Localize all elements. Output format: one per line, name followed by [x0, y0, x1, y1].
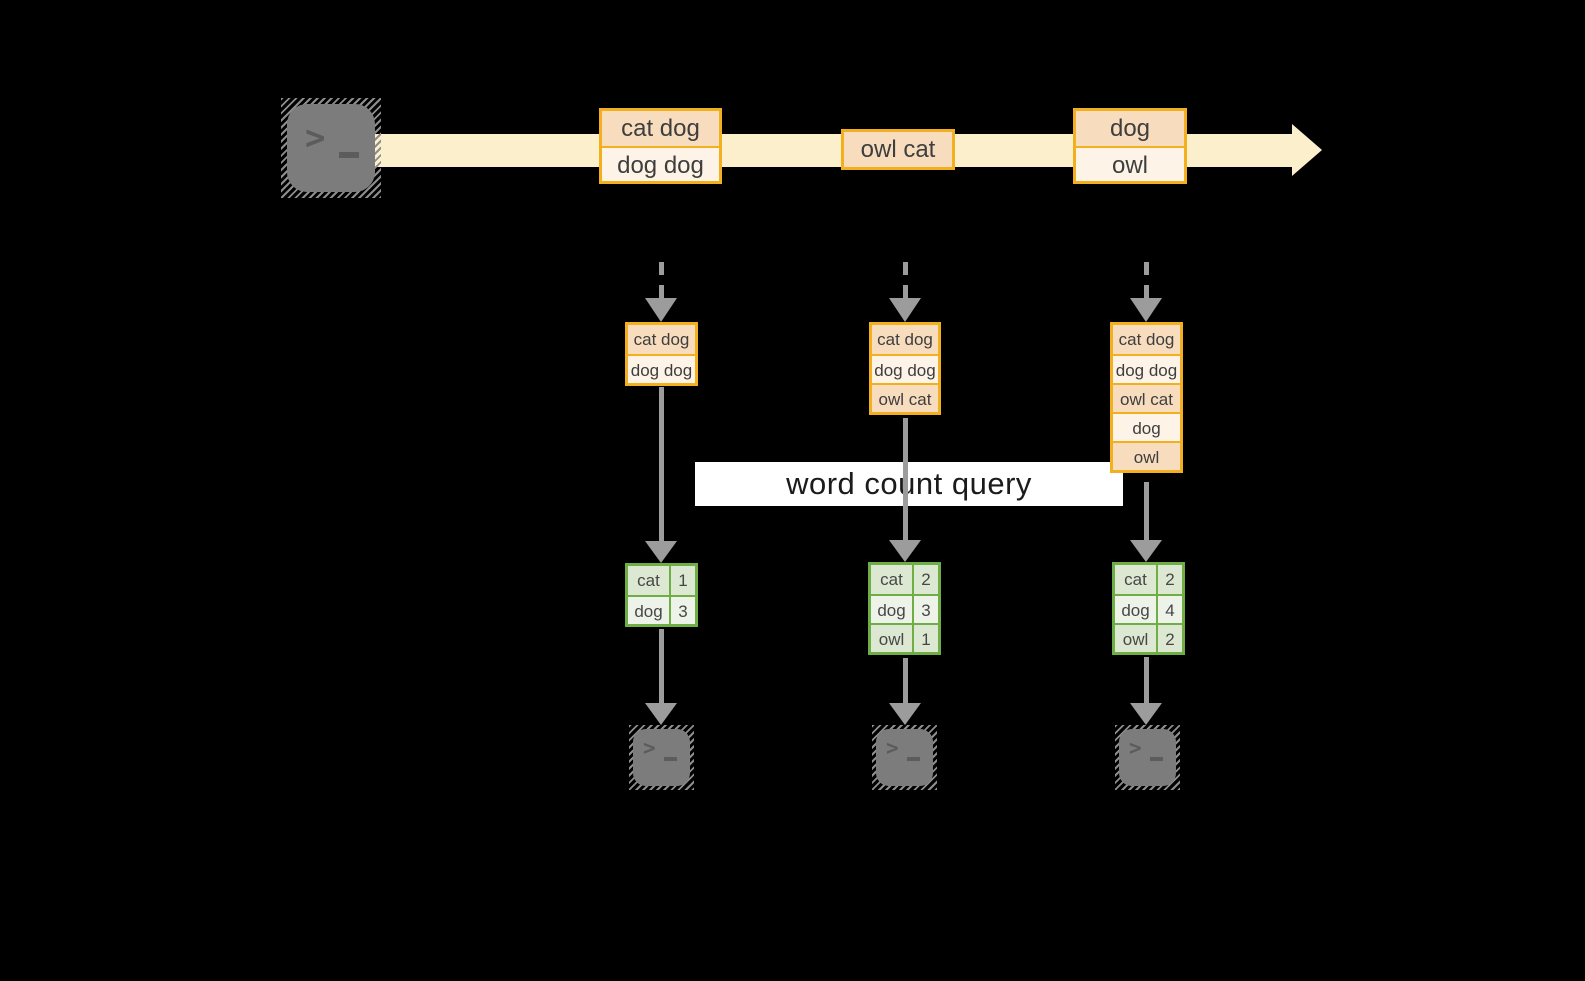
- arrowhead-icon: [645, 541, 677, 563]
- query-label-band: word count query: [695, 462, 1123, 506]
- buffered-message: dog dog: [872, 354, 938, 383]
- stream-message: owl: [1076, 146, 1184, 181]
- terminal-screen: >: [633, 729, 690, 786]
- arrow-stem: [658, 629, 664, 703]
- count-row: dog 3: [628, 595, 695, 624]
- word-count-table: cat 2 dog 4 owl 2: [1112, 562, 1185, 655]
- count-word-cell: cat: [871, 565, 914, 594]
- arrowhead-icon: [1130, 298, 1162, 322]
- stream-message: dog dog: [602, 146, 719, 181]
- count-row: dog 3: [871, 594, 938, 623]
- arrowhead-icon: [1130, 703, 1162, 725]
- terminal-screen: >: [287, 104, 375, 192]
- count-value-cell: 3: [678, 602, 688, 621]
- count-word-cell: cat: [1115, 565, 1158, 594]
- dashed-arrow-down-icon: [1130, 262, 1162, 322]
- prompt-cursor-icon: [907, 757, 920, 761]
- count-value-cell: 4: [1165, 601, 1175, 620]
- prompt-chevron-icon: >: [643, 736, 656, 760]
- count-value-cell: 1: [921, 630, 931, 649]
- terminal-source-icon: >: [281, 98, 381, 198]
- dashed-arrow-down-icon: [645, 262, 677, 322]
- terminal-screen: >: [876, 729, 933, 786]
- solid-arrow-down-icon: [1130, 657, 1162, 725]
- count-word-cell: owl: [871, 625, 914, 652]
- solid-arrow-down-icon: [645, 629, 677, 725]
- count-row: cat 2: [1115, 565, 1182, 594]
- prompt-chevron-icon: >: [886, 736, 899, 760]
- terminal-sink-icon: >: [872, 725, 937, 790]
- count-row: owl 2: [1115, 623, 1182, 652]
- word-count-table: cat 1 dog 3: [625, 563, 698, 627]
- arrowhead-icon: [889, 703, 921, 725]
- prompt-cursor-icon: [1150, 757, 1163, 761]
- stream-message: owl cat: [844, 132, 952, 167]
- terminal-sink-icon: >: [1115, 725, 1180, 790]
- count-word-cell: dog: [1115, 596, 1158, 623]
- count-word-cell: cat: [628, 566, 671, 595]
- buffered-message: owl: [1113, 441, 1180, 470]
- solid-arrow-down-icon: [889, 418, 921, 562]
- count-row: cat 1: [628, 566, 695, 595]
- solid-arrow-down-icon: [1130, 482, 1162, 562]
- stream-message: cat dog: [602, 111, 719, 146]
- word-count-table: cat 2 dog 3 owl 1: [868, 562, 941, 655]
- count-word-cell: dog: [871, 596, 914, 623]
- buffered-message: cat dog: [1113, 325, 1180, 354]
- buffered-message: owl cat: [872, 383, 938, 412]
- buffered-message: dog dog: [1113, 354, 1180, 383]
- terminal-screen: >: [1119, 729, 1176, 786]
- query-label: word count query: [786, 466, 1032, 501]
- solid-arrow-down-icon: [889, 658, 921, 725]
- arrow-stem: [902, 658, 908, 703]
- arrowhead-icon: [645, 298, 677, 322]
- stream-arrowhead-icon: [1292, 124, 1322, 176]
- buffered-message: owl cat: [1113, 383, 1180, 412]
- buffered-message: cat dog: [872, 325, 938, 354]
- count-value-cell: 2: [1165, 630, 1175, 649]
- arrow-stem: [1143, 262, 1149, 298]
- arrow-stem: [1143, 657, 1149, 703]
- arrow-stem: [1143, 482, 1149, 540]
- prompt-chevron-icon: >: [1129, 736, 1142, 760]
- solid-arrow-down-icon: [645, 387, 677, 563]
- arrowhead-icon: [1130, 540, 1162, 562]
- count-value-cell: 2: [921, 570, 931, 589]
- arrowhead-icon: [645, 703, 677, 725]
- prompt-cursor-icon: [339, 152, 359, 158]
- buffered-message: dog: [1113, 412, 1180, 441]
- terminal-sink-icon: >: [629, 725, 694, 790]
- arrow-stem: [902, 262, 908, 298]
- stream-message-box: owl cat: [841, 129, 955, 170]
- arrow-stem: [658, 387, 664, 541]
- count-value-cell: 2: [1165, 570, 1175, 589]
- buffered-message: cat dog: [628, 325, 695, 354]
- count-row: owl 1: [871, 623, 938, 652]
- count-row: dog 4: [1115, 594, 1182, 623]
- count-word-cell: dog: [628, 597, 671, 624]
- stream-message: dog: [1076, 111, 1184, 146]
- arrow-stem: [902, 418, 908, 540]
- count-value-cell: 3: [921, 601, 931, 620]
- dashed-arrow-down-icon: [889, 262, 921, 322]
- buffered-message: dog dog: [628, 354, 695, 383]
- count-word-cell: owl: [1115, 625, 1158, 652]
- prompt-chevron-icon: >: [305, 118, 326, 158]
- count-row: cat 2: [871, 565, 938, 594]
- count-value-cell: 1: [678, 571, 688, 590]
- arrow-stem: [658, 262, 664, 298]
- arrowhead-icon: [889, 540, 921, 562]
- arrowhead-icon: [889, 298, 921, 322]
- prompt-cursor-icon: [664, 757, 677, 761]
